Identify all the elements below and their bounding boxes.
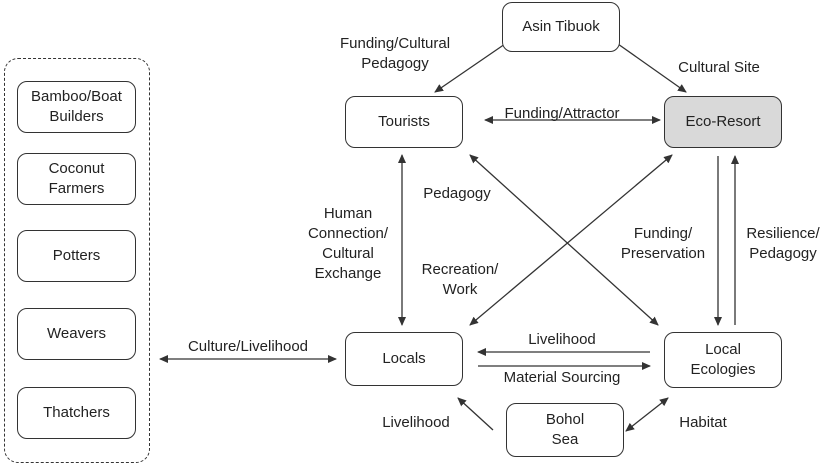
edge-bohol-sea-local-ecologies	[625, 397, 669, 432]
node-potters: Potters	[17, 230, 136, 282]
label-material-sourcing: Material Sourcing	[503, 369, 621, 386]
label-livelihood-top: Livelihood	[528, 331, 596, 348]
node-tourists: Tourists	[345, 96, 463, 148]
node-bamboo-boat-builders: Bamboo/Boat Builders	[17, 81, 136, 133]
label-habitat: Habitat	[679, 414, 727, 431]
node-weavers: Weavers	[17, 308, 136, 360]
edge-asin-to-tourists	[434, 43, 506, 93]
label-funding-preservation: Funding/ Preservation	[620, 225, 706, 262]
edge-eco-resort-locals	[469, 154, 673, 326]
edge-bohol-sea-to-locals	[457, 397, 494, 431]
node-thatchers: Thatchers	[17, 387, 136, 439]
node-local-ecologies: Local Ecologies	[664, 332, 782, 388]
label-funding-attractor: Funding/Attractor	[504, 105, 620, 122]
edge-asin-to-eco-resort	[617, 43, 687, 93]
label-livelihood-bottom: Livelihood	[382, 414, 450, 431]
label-pedagogy: Pedagogy	[423, 185, 491, 202]
label-cultural-site: Cultural Site	[678, 59, 760, 76]
craftspeople-group	[4, 58, 150, 463]
node-coconut-farmers: Coconut Farmers	[17, 153, 136, 205]
node-asin-tibuok: Asin Tibuok	[502, 2, 620, 52]
label-resilience-pedagogy: Resilience/ Pedagogy	[746, 225, 820, 262]
label-culture-livelihood: Culture/Livelihood	[187, 338, 309, 355]
label-recreation-work: Recreation/ Work	[421, 261, 499, 298]
node-locals: Locals	[345, 332, 463, 386]
label-funding-cultural-pedagogy: Funding/Cultural Pedagogy	[339, 35, 451, 72]
node-eco-resort: Eco-Resort	[664, 96, 782, 148]
node-bohol-sea: Bohol Sea	[506, 403, 624, 457]
label-human-connection: Human Connection/ Cultural Exchange	[307, 205, 389, 282]
